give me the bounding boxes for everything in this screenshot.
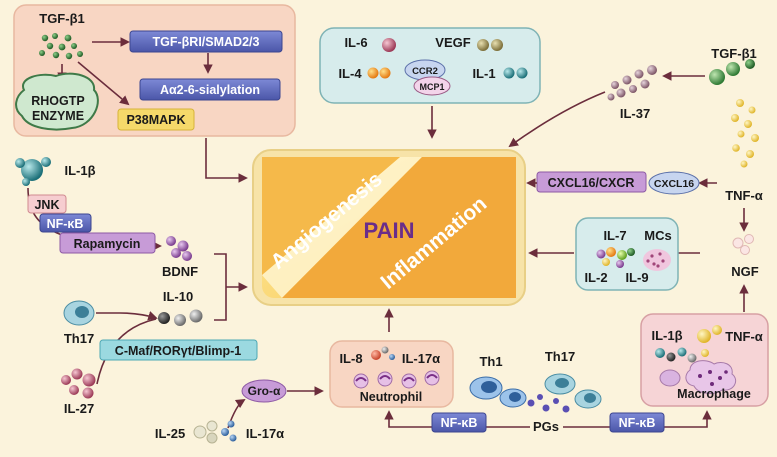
mcs-label: MCs [644,228,671,243]
nfkb-pill-bottom-left-bg [431,412,487,433]
neutrophil-cells-icon [353,370,440,389]
il4-particle-icon [367,67,379,79]
gro-alpha-label: Gro-α [248,384,281,398]
il4-label: IL-4 [338,66,362,81]
sialylation-pill: Aα2-6-sialylation [160,83,260,97]
th1-label: Th1 [479,354,502,369]
vegf-particle-icon [477,39,489,51]
il1-label: IL-1 [472,66,495,81]
il25-il17a-particles-icon [193,420,237,444]
angiogenesis-band [262,157,400,275]
tgfb1-label-right: TGF-β1 [711,46,757,61]
jnk-pill: JNK [34,198,59,212]
nfkb-pill-bottom-right-bg [609,412,665,433]
tgf-beta-pathway-box: TGF-β1 TGF-βRI/SMAD2/3 Aα2-6-sialylation… [13,4,296,137]
gro-alpha-ellipse [241,379,287,403]
th17-label-bottom: Th17 [545,349,575,364]
mast-cell-cytokines-box: IL-7 MCs IL-2 IL-9 [575,217,679,291]
pain-title: PAIN [364,218,415,243]
tgfb1-particles-left-icon [39,33,83,60]
inflammation-band [282,157,516,298]
pgs-particles-icon [527,394,570,413]
neutrophil-particles-icon [371,346,395,360]
rhogtp-label: RHOGTP [31,94,84,108]
tnfa-label-right: TNF-α [725,188,763,203]
il2-label: IL-2 [584,270,607,285]
il10-label: IL-10 [163,289,193,304]
rhogtp-enzyme-blob [15,72,99,131]
bdnf-particles-icon [166,236,192,261]
th-cells-icon [469,373,602,409]
il9-label: IL-9 [625,270,648,285]
il17a-label-bottom-left: IL-17α [246,426,284,441]
ccr2-label: CCR2 [412,66,438,77]
macrophage-particles-icon [655,325,722,363]
macrophage-cell-icon [659,360,737,394]
center-divider-band [262,157,422,298]
nfkb-pill-bottom-left: NF-κB [441,416,478,430]
th17-cell-left-icon [63,300,95,326]
pgs-label: PGs [533,419,559,434]
cxcl16-label: CXCL16 [654,178,694,190]
cmaf-roryt-blimp1-pill: C-Maf/RORγt/Blimp-1 [115,344,241,358]
il1b-particles-left-icon [15,157,51,186]
nfkb-pill-left: NF-κB [47,217,84,231]
neutrophil-box: IL-8 IL-17α Neutrophil [329,340,454,408]
mcp1-ligand-icon [413,76,451,96]
tnfa-label-macrophage: TNF-α [725,329,763,344]
il27-label: IL-27 [64,401,94,416]
il7-label: IL-7 [603,228,626,243]
enzyme-label: ENZYME [32,109,84,123]
vegf-label: VEGF [435,35,470,50]
il8-label: IL-8 [339,351,362,366]
th17-label-left: Th17 [64,331,94,346]
tgfb1-particles-right-icon [709,59,755,85]
il37-label: IL-37 [620,106,650,121]
mast-cell-icon [643,249,671,271]
il37-particles-icon [607,65,657,101]
tnfa-particles-right-icon [731,99,759,168]
nfkb-pill-left-bg [39,213,92,233]
mcp1-label: MCP1 [419,82,444,92]
il6-label: IL-6 [344,35,367,50]
cxcl16-cxcr-pill-bg [536,171,647,193]
neutrophil-label: Neutrophil [360,390,423,404]
rapamycin-pill: Rapamycin [74,237,141,251]
il1-particle-icon [503,67,515,79]
cmaf-pill-bg [99,339,258,361]
il17a-label-neutrophil: IL-17α [402,351,440,366]
il6-particle-icon [382,38,396,52]
cytokines-box-top: IL-6 VEGF IL-4 CCR2 MCP1 IL-1 [319,27,541,104]
nfkb-pill-bottom-right: NF-κB [619,416,656,430]
cxcl16-receptor-icon [648,171,700,195]
macrophage-label: Macrophage [677,387,751,401]
ngf-particles-icon [732,234,754,255]
rapamycin-pill-bg [59,232,156,254]
pain-center-box: Angiogenesis Inflammation PAIN [252,149,526,306]
ngf-label: NGF [731,264,759,279]
il1b-label-left: IL-1β [64,163,95,178]
bdnf-label: BDNF [162,264,198,279]
cxcl16-cxcr-pill: CXCL16/CXCR [548,176,635,190]
jnk-pill-bg [27,194,67,214]
il10-particles-icon [158,309,203,326]
p38mapk-pill: P38MAPK [126,113,185,127]
il27-particles-icon [61,368,96,399]
il7-il2-il9-particles-icon [596,247,635,268]
il1b-label-macrophage: IL-1β [651,328,682,343]
il25-label: IL-25 [155,426,185,441]
smad-pathway-pill: TGF-βRI/SMAD2/3 [153,35,260,49]
macrophage-box: IL-1β TNF-α Macrophage [640,313,769,407]
tgfb1-label-left: TGF-β1 [39,11,85,26]
